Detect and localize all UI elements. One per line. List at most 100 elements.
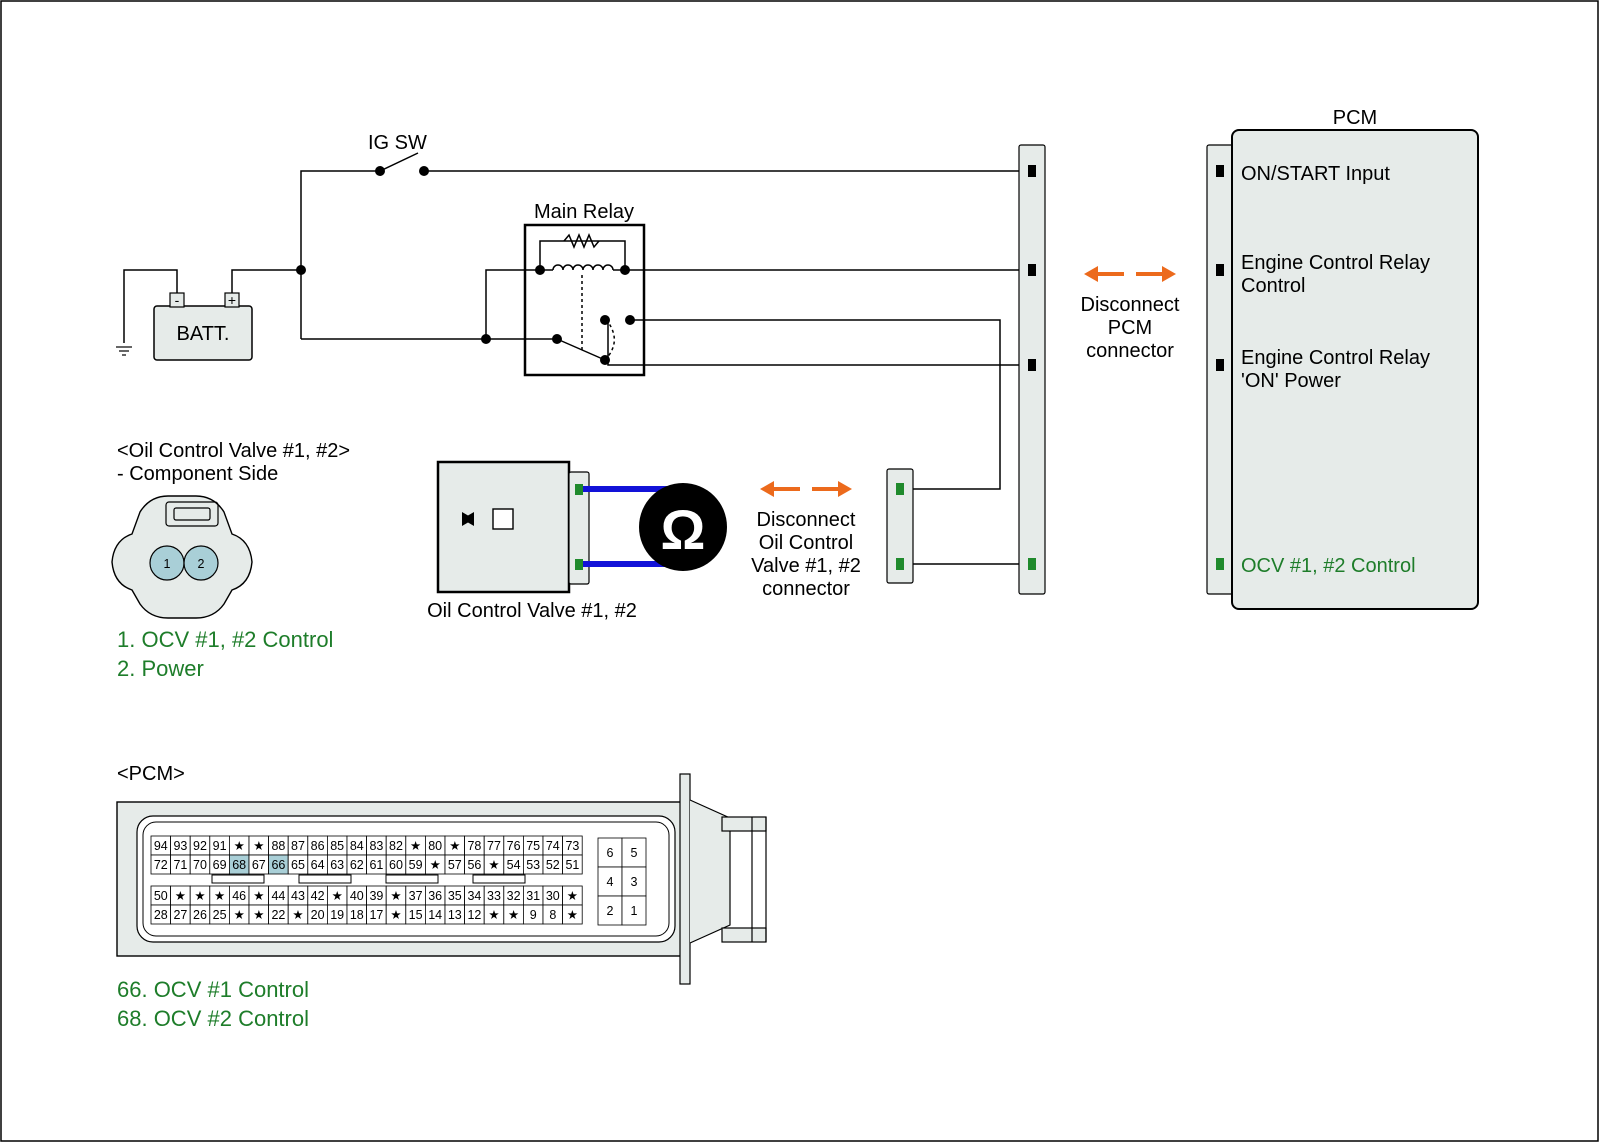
arrow-left-icon <box>1084 266 1098 282</box>
pcm-pin-label: 74 <box>546 839 560 853</box>
pcm-pin-label: ★ <box>430 858 441 872</box>
pcm-pin-label: 92 <box>193 839 207 853</box>
pcm-pin-label: 17 <box>369 908 383 922</box>
ocv-component-pin <box>575 484 583 495</box>
relay-terminal <box>552 334 562 344</box>
pcm-pin-label: 42 <box>311 889 325 903</box>
pcm-box <box>1231 129 1479 610</box>
pcm-pin-label: ★ <box>253 908 264 922</box>
pcm-pin-label: 30 <box>546 889 560 903</box>
pcm-pin-label: ★ <box>175 889 186 903</box>
ig-sw-contact <box>419 166 429 176</box>
pcm-pin-label: 54 <box>507 858 521 872</box>
pcm-pin-label: ★ <box>508 908 519 922</box>
pcm-pin-label: 67 <box>252 858 266 872</box>
pcm-pin <box>1216 165 1224 177</box>
pcm-pin-label: 76 <box>507 839 521 853</box>
pcm-pin-label: 12 <box>467 908 481 922</box>
pcm-pin-label: 53 <box>526 858 540 872</box>
pcm-small-pin-label: 3 <box>631 875 638 889</box>
relay-contact-arm <box>556 338 606 361</box>
pcm-pin-label: 26 <box>193 908 207 922</box>
ocv-connector-title: <Oil Control Valve #1, #2> <box>117 440 350 462</box>
pcm-pin-label: 22 <box>271 908 285 922</box>
pcm-pin-label: 40 <box>350 889 364 903</box>
pcm-pin-label: ★ <box>390 908 401 922</box>
pcm-terminal-ecr-control: Engine Control Relay <box>1241 252 1430 274</box>
battery-minus-sign: - <box>175 292 180 308</box>
pcm-small-pin-label: 4 <box>607 875 614 889</box>
battery-negative-terminal <box>169 292 185 308</box>
pcm-pin-label: 78 <box>467 839 481 853</box>
pcm-pin-label: 27 <box>173 908 187 922</box>
svg-text:PCM: PCM <box>1108 317 1152 339</box>
pcm-small-pin-cell <box>597 895 623 926</box>
ocv-pin-2 <box>183 545 219 581</box>
pcm-pin-label: 86 <box>311 839 325 853</box>
pcm-pin-label: ★ <box>253 889 264 903</box>
relay-terminal <box>535 265 545 275</box>
pcm-pin-cell <box>562 854 583 875</box>
pcm-pin-label: 44 <box>271 889 285 903</box>
harness-pin-ocv <box>1028 558 1036 570</box>
pcm-pin-label: 56 <box>467 858 481 872</box>
pcm-pin-label: 34 <box>467 889 481 903</box>
pcm-pin-label: 68 <box>232 858 246 872</box>
pcm-pin-label: 25 <box>213 908 227 922</box>
battery-positive-terminal <box>224 292 240 308</box>
pcm-pin <box>1216 359 1224 371</box>
pcm-pin-label: 37 <box>409 889 423 903</box>
pcm-pin-label: 15 <box>409 908 423 922</box>
svg-text:Disconnect: Disconnect <box>757 509 856 531</box>
pcm-connector-title: <PCM> <box>117 763 185 785</box>
pcm-pin-label: 73 <box>565 839 579 853</box>
pcm-pin-label: ★ <box>567 908 578 922</box>
pcm-pin-label: 57 <box>448 858 462 872</box>
pcm-terminal-ecr-control-2: Control <box>1241 275 1305 297</box>
pcm-pin-label: ★ <box>234 908 245 922</box>
pcm-pin-label: 35 <box>448 889 462 903</box>
pcm-pin-label: 8 <box>549 908 556 922</box>
pcm-pin-label: 63 <box>330 858 344 872</box>
pcm-pin-label: 87 <box>291 839 305 853</box>
pcm-small-pin-cell <box>597 866 623 897</box>
ocv-component-pin <box>575 559 583 570</box>
pcm-pin-label: ★ <box>390 889 401 903</box>
pcm-pin-cell <box>562 904 583 925</box>
pcm-pin-label: 28 <box>154 908 168 922</box>
pcm-small-pin-cell <box>621 837 647 868</box>
ocv-legend-2: 2. Power <box>117 656 204 681</box>
battery-plus-sign: + <box>228 292 236 308</box>
pcm-pin-label: 9 <box>530 908 537 922</box>
ig-sw-blade <box>379 152 419 172</box>
pcm-small-pin-cell <box>621 895 647 926</box>
svg-text:connector: connector <box>1086 340 1174 362</box>
pcm-pin-label: 88 <box>271 839 285 853</box>
relay-resistor <box>563 233 600 249</box>
pcm-connector-flange <box>679 773 691 985</box>
ig-sw-left-wire <box>300 170 380 339</box>
pcm-pin-label: 50 <box>154 889 168 903</box>
pcm-pin-label: 33 <box>487 889 501 903</box>
pcm-pin-label: 20 <box>311 908 325 922</box>
pcm-pin-label: ★ <box>488 858 499 872</box>
pcm-pin-label: ★ <box>488 908 499 922</box>
ig-sw-contact <box>375 166 385 176</box>
pcm-pin-label: 64 <box>311 858 325 872</box>
pcm-small-pin-label: 2 <box>607 904 614 918</box>
relay-terminal <box>600 315 610 325</box>
ocv-legend-1: 1. OCV #1, #2 Control <box>117 627 333 652</box>
pcm-legend-66: 66. OCV #1 Control <box>117 977 309 1002</box>
disconnect-ocv-arrows <box>760 481 852 497</box>
pcm-pin-label: 52 <box>546 858 560 872</box>
pcm-pin-label: 80 <box>428 839 442 853</box>
svg-text:Valve #1, #2: Valve #1, #2 <box>751 555 861 577</box>
pcm-pin-label: ★ <box>410 839 421 853</box>
pcm-pin-label: 61 <box>369 858 383 872</box>
junction-dot <box>296 265 306 275</box>
pcm-small-pin-label: 1 <box>631 904 638 918</box>
pcm-pin-label: 31 <box>526 889 540 903</box>
